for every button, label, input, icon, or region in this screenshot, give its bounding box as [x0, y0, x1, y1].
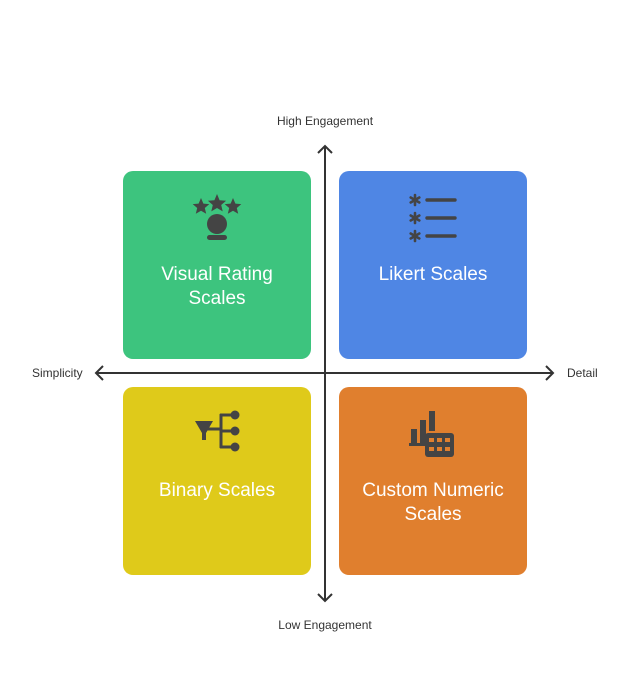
asterisk-list-icon: [405, 191, 461, 247]
quadrant-title: Custom Numeric Scales: [362, 480, 504, 525]
axis-label-left: Simplicity: [32, 366, 83, 380]
quadrant-title: Visual Rating Scales: [161, 264, 273, 309]
vertical-axis-arrow-up: [317, 144, 333, 154]
stars-award-icon: [189, 191, 245, 247]
vertical-axis-arrow-down: [317, 593, 333, 603]
chart-grid-icon: [405, 407, 461, 463]
funnel-branch-icon: [189, 407, 245, 463]
quadrant-title: Binary Scales: [158, 480, 276, 501]
axis-label-bottom: Low Engagement: [278, 618, 372, 632]
quadrant-title: Likert Scales: [378, 264, 488, 285]
axis-label-top: High Engagement: [276, 114, 374, 128]
axis-label-right: Detail: [567, 366, 598, 380]
horizontal-axis-arrow-left: [94, 365, 104, 381]
quadrant-custom-numeric-scales: Custom Numeric Scales: [339, 387, 527, 575]
quadrant-likert-scales: Likert Scales: [339, 171, 527, 359]
quadrant-visual-rating-scales: Visual Rating Scales: [123, 171, 311, 359]
quadrant-binary-scales: Binary Scales: [123, 387, 311, 575]
horizontal-axis-arrow-right: [545, 365, 555, 381]
